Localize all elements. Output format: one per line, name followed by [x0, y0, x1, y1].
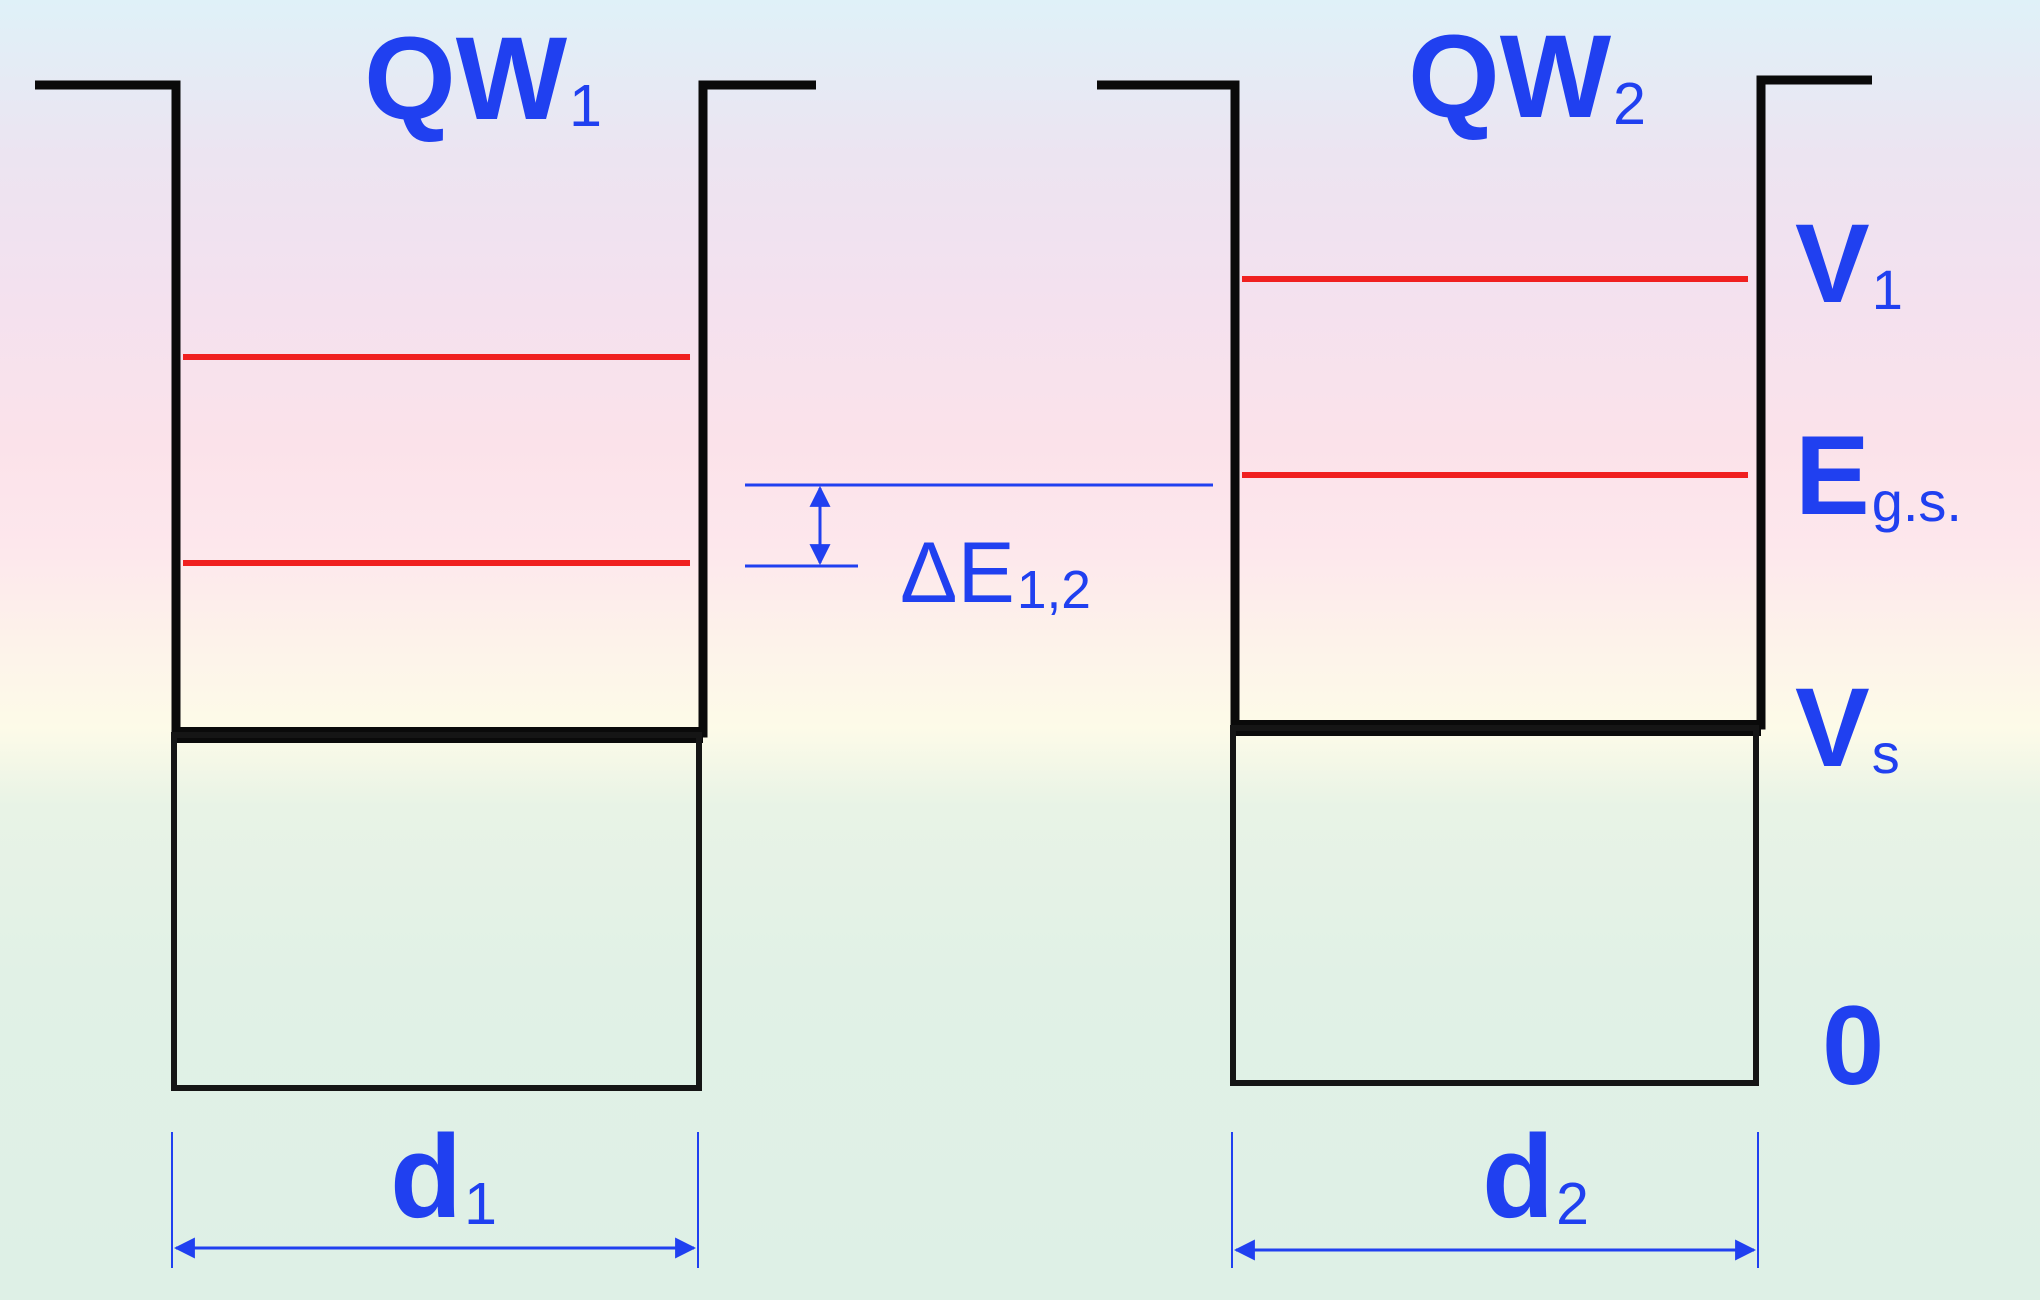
well-1-lower-box	[171, 732, 702, 1091]
quantum-well-1	[35, 80, 816, 1091]
d1-dimension	[171, 1132, 699, 1268]
zero-label: 0	[1822, 983, 1885, 1108]
d2-dimension	[1231, 1132, 1759, 1268]
vs-label: Vs	[1795, 665, 1900, 790]
quantum-well-2	[1097, 75, 1872, 1086]
well-2-lower-box	[1230, 725, 1759, 1086]
well-2-profile	[1097, 75, 1872, 730]
egs-label: Eg.s.	[1795, 413, 1962, 538]
delta-e-marker	[745, 483, 1213, 568]
qw1-label: QW1	[364, 13, 602, 145]
d1-label: d1	[390, 1111, 497, 1243]
v1-label: V1	[1795, 201, 1903, 326]
qw2-label: QW2	[1408, 11, 1646, 143]
d2-label: d2	[1482, 1111, 1589, 1243]
well-1-profile	[35, 80, 816, 738]
delta-e-label: ΔE1,2	[900, 525, 1091, 621]
